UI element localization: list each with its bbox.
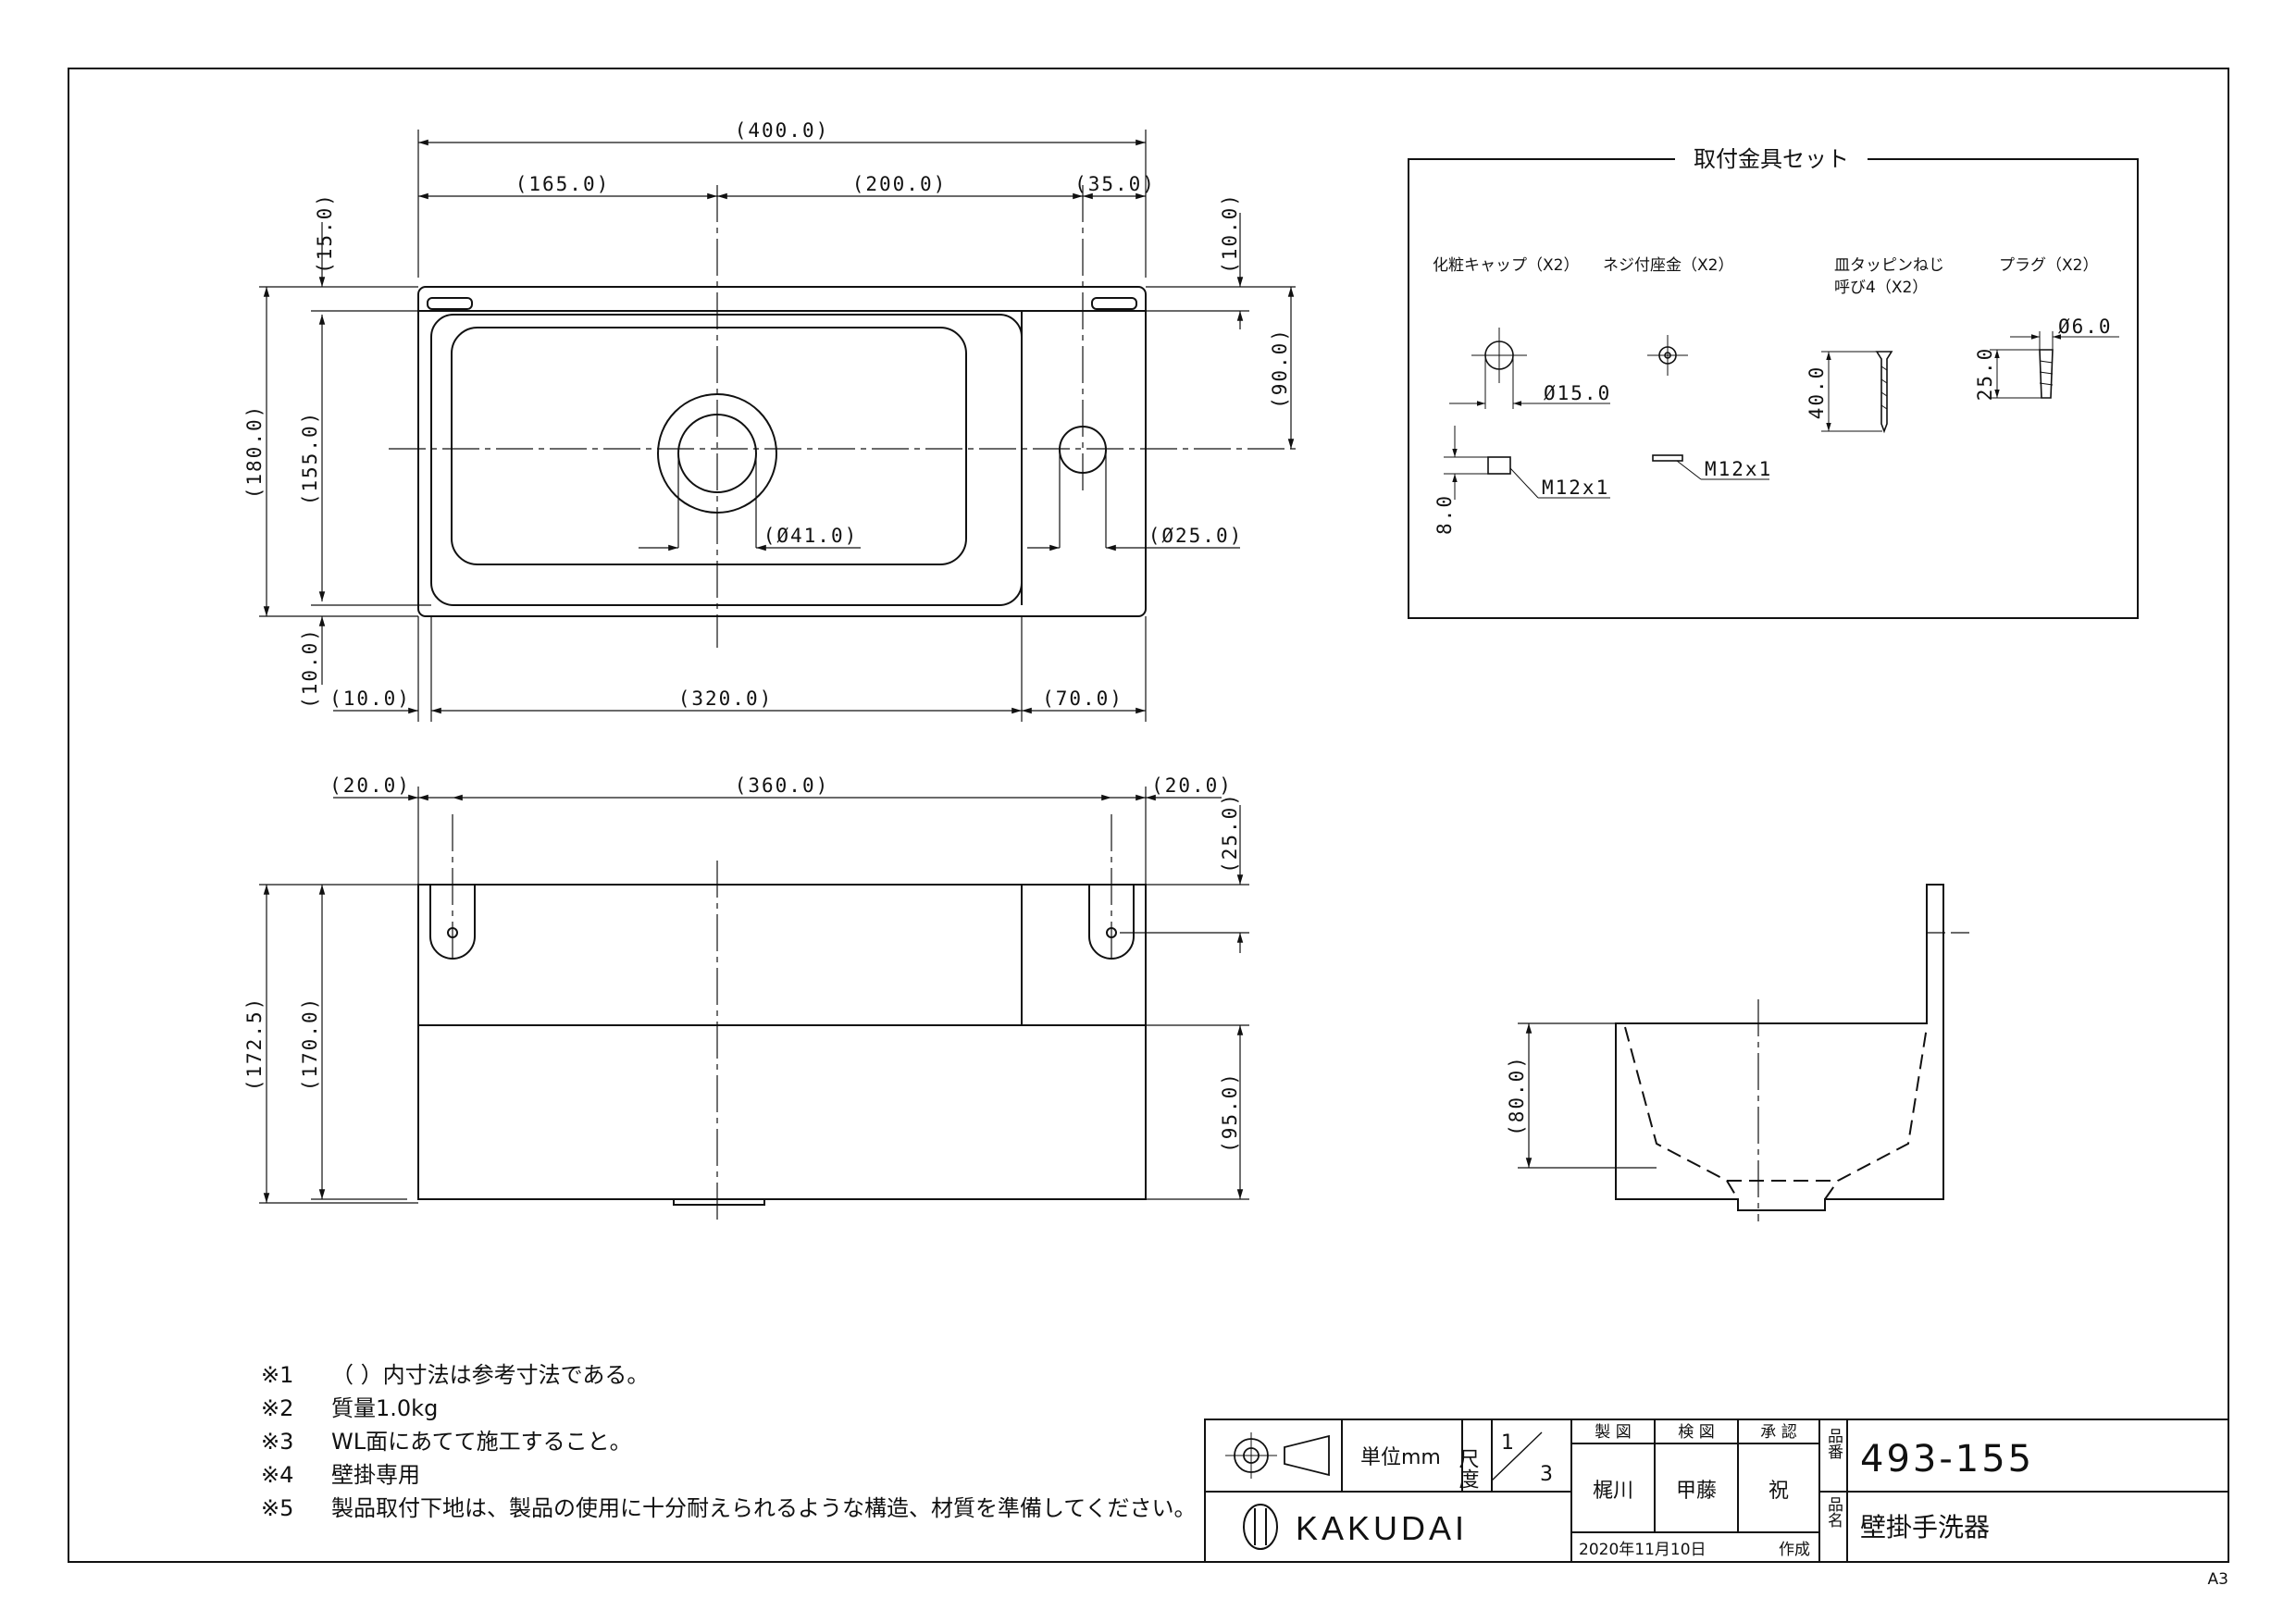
date-suffix: 作成 xyxy=(1779,1541,1810,1559)
scale-den: 3 xyxy=(1540,1463,1553,1486)
front-view-dimensions xyxy=(259,787,1249,1204)
note-mark-1: ※1 xyxy=(261,1362,293,1388)
sheet-border xyxy=(68,68,2229,1563)
top-view-dimensions xyxy=(259,130,1296,722)
side-outline xyxy=(1615,884,1944,1211)
note-text-5: 製品取付下地は、製品の使用に十分耐えられるような構造、材質を準備してください。 xyxy=(331,1495,1197,1521)
kit-plug-length: 25.0 xyxy=(1974,347,1996,402)
dim-lower-height: (95.0) xyxy=(1219,1072,1241,1153)
note-mark-5: ※5 xyxy=(261,1495,293,1521)
dim-hole-height: (25.0) xyxy=(1219,792,1241,873)
note-text-3: WL面にあてて施工すること。 xyxy=(331,1429,632,1455)
side-view xyxy=(1615,884,1971,1221)
dim-center-to-hole: (200.0) xyxy=(852,173,948,195)
kit-washer xyxy=(1647,335,1769,480)
kit-screw-length: 40.0 xyxy=(1806,365,1828,420)
side-view-dimensions xyxy=(1518,1022,1657,1169)
front-outline xyxy=(417,884,1147,1200)
check-label: 検 図 xyxy=(1678,1423,1714,1442)
part-name-label: 品名 xyxy=(1824,1496,1843,1528)
kit-title: 取付金具セット xyxy=(1694,146,1849,172)
bowl-section xyxy=(1624,1026,1928,1200)
dim-bowl-width: (320.0) xyxy=(678,688,774,710)
kit-item-1-label: 化粧キャップ（X2） xyxy=(1433,256,1579,275)
kit-item-3-label2: 呼び4（X2） xyxy=(1834,279,1928,297)
dim-bottom-lip: (10.0) xyxy=(299,627,321,709)
left-bracket xyxy=(427,297,473,310)
kit-cap xyxy=(1444,328,1610,500)
projection-symbol xyxy=(1225,1432,1330,1479)
front-view xyxy=(417,814,1147,1221)
bowl-inner xyxy=(451,327,967,565)
approve-label: 承 認 xyxy=(1760,1423,1796,1442)
title-block xyxy=(1204,1419,2229,1563)
brand-name: KAKUDAI xyxy=(1296,1509,1468,1547)
dim-total-height: (172.5) xyxy=(243,997,266,1092)
kit-item-4-label: プラグ（X2） xyxy=(1999,256,2098,275)
dim-faucet-dia: (Ø25.0) xyxy=(1148,525,1244,547)
kit-cap-height: 8.0 xyxy=(1433,494,1456,535)
made-by: 梶川 xyxy=(1593,1480,1633,1503)
dim-drain-dia: (Ø41.0) xyxy=(763,525,859,547)
dim-total-depth: (180.0) xyxy=(243,404,266,500)
top-view xyxy=(389,185,1296,648)
note-mark-2: ※2 xyxy=(261,1395,293,1421)
dim-deck-width: (70.0) xyxy=(1042,688,1123,710)
dim-left-to-center: (165.0) xyxy=(515,173,611,195)
part-name: 壁掛手洗器 xyxy=(1860,1512,1990,1542)
kit-plug-dia: Ø6.0 xyxy=(2058,316,2113,338)
brand-logo xyxy=(1243,1504,1278,1550)
dim-total-width: (400.0) xyxy=(735,119,830,142)
sink-outline-top xyxy=(417,286,1147,617)
date: 2020年11月10日 xyxy=(1579,1541,1706,1559)
dim-hole-offset: (90.0) xyxy=(1269,328,1291,409)
dim-top-right-lip: (10.0) xyxy=(1219,192,1241,274)
made-label: 製 図 xyxy=(1595,1423,1631,1442)
note-text-4: 壁掛専用 xyxy=(331,1462,420,1488)
dim-body-height: (170.0) xyxy=(299,997,321,1092)
note-text-2: 質量1.0kg xyxy=(331,1395,438,1421)
dim-bowl-depth: (155.0) xyxy=(299,411,321,506)
dim-hole-pitch: (360.0) xyxy=(735,774,830,797)
bowl-outer xyxy=(430,314,1023,606)
note-text-1: （ ）内寸法は参考寸法である。 xyxy=(331,1362,649,1388)
approved-by: 祝 xyxy=(1769,1480,1789,1503)
scale-num: 1 xyxy=(1501,1431,1514,1455)
kit-box xyxy=(1408,158,2139,619)
dim-hole-to-edge: (35.0) xyxy=(1074,173,1156,195)
kit-cap-thread: M12x1 xyxy=(1542,477,1609,499)
dim-left-offset: (10.0) xyxy=(329,688,411,710)
scale-label: 尺度 xyxy=(1456,1448,1480,1489)
dim-front-left-edge: (20.0) xyxy=(329,774,411,797)
dim-front-right-edge: (20.0) xyxy=(1151,774,1233,797)
dim-top-lip: (15.0) xyxy=(314,192,336,274)
unit-label: 単位mm xyxy=(1360,1446,1441,1469)
dim-side-bowl-depth: (80.0) xyxy=(1506,1055,1528,1136)
checked-by: 甲藤 xyxy=(1676,1480,1717,1503)
note-mark-3: ※3 xyxy=(261,1429,293,1455)
kit-cap-dia: Ø15.0 xyxy=(1544,382,1611,404)
note-mark-4: ※4 xyxy=(261,1462,293,1488)
kit-item-2-label: ネジ付座金（X2） xyxy=(1603,256,1733,275)
kit-screw xyxy=(1821,351,1893,434)
kit-item-3-label: 皿タッピンねじ xyxy=(1834,256,1944,275)
part-no: 493-155 xyxy=(1860,1438,2034,1481)
kit-plug xyxy=(1990,331,2119,399)
kit-washer-thread: M12x1 xyxy=(1705,458,1772,480)
part-no-label: 品番 xyxy=(1824,1428,1843,1459)
notes: ※1 （ ）内寸法は参考寸法である。 ※2 質量1.0kg ※3 WL面にあてて… xyxy=(261,1362,1197,1521)
right-bracket xyxy=(1091,297,1137,310)
sheet-size: A3 xyxy=(2208,1570,2228,1589)
